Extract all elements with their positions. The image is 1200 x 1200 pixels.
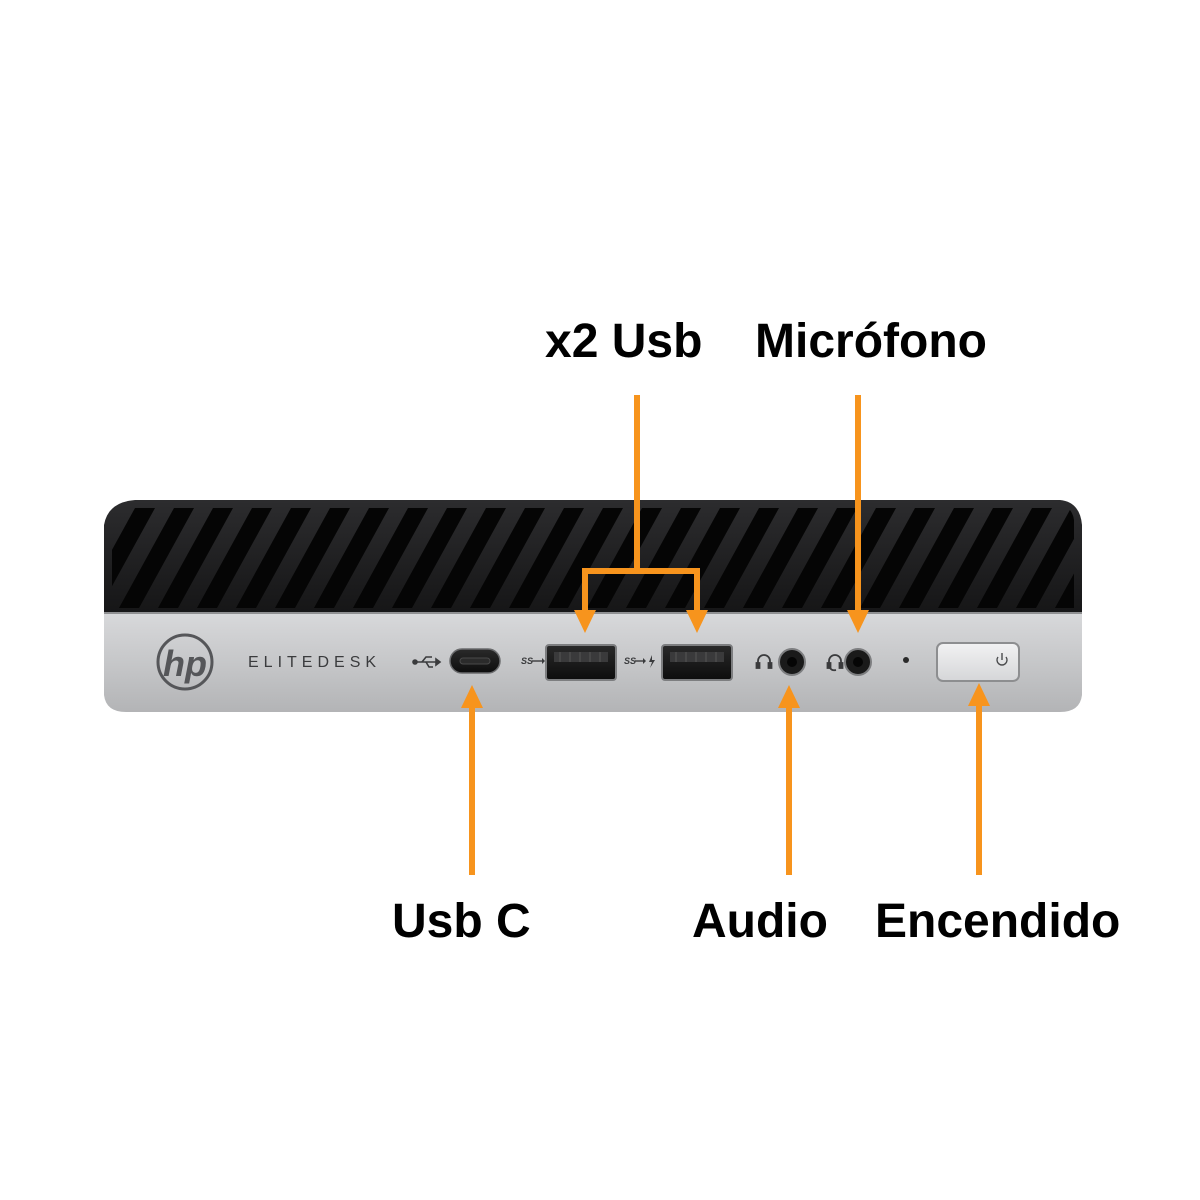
headphone-icon: [755, 654, 773, 669]
arrowhead-usb-a-1: [574, 610, 596, 633]
vent-slot: [548, 508, 623, 608]
vent-grille: [112, 508, 1169, 608]
vent-slot: [197, 508, 272, 608]
label-audio: Audio: [692, 895, 828, 948]
vent-slot: [119, 508, 194, 608]
usb-a-port-2: [661, 644, 733, 681]
usb-icon: [412, 656, 442, 668]
vent-slot: [782, 508, 857, 608]
vent-slot: [977, 508, 1052, 608]
power-button: [936, 642, 1020, 682]
vent-slot: [743, 508, 818, 608]
usb-superspeed-icon: SS: [521, 656, 545, 666]
arrowhead-audio: [778, 685, 800, 708]
status-led: [903, 657, 909, 663]
vent-slot: [587, 508, 662, 608]
vent-slot: [1055, 508, 1074, 608]
vent-slot: [1094, 508, 1169, 608]
svg-text:SS: SS: [521, 656, 533, 666]
vent-slot: [470, 508, 545, 608]
vent-slot: [158, 508, 233, 608]
audio-jack: [778, 648, 806, 676]
usb-superspeed-charging-icon: SS: [624, 655, 655, 668]
arrowhead-microphone: [847, 610, 869, 633]
hp-logo-text: hp: [163, 643, 207, 684]
usb-a-port-1: [545, 644, 617, 681]
vent-slot: [626, 508, 701, 608]
vent-slot: [314, 508, 389, 608]
callout-arrowheads: [461, 610, 990, 708]
vent-slot: [665, 508, 740, 608]
vent-slot: [353, 508, 428, 608]
vent-slot: [509, 508, 584, 608]
vent-slot: [1016, 508, 1074, 608]
microphone-jack: [844, 648, 872, 676]
label-usb-pair: x2 Usb: [545, 315, 703, 368]
arrowhead-power: [968, 683, 990, 706]
svg-text:SS: SS: [624, 656, 636, 666]
vent-slot: [431, 508, 506, 608]
label-microphone: Micrófono: [755, 315, 987, 368]
arrowhead-usb-c: [461, 685, 483, 708]
vent-slot: [236, 508, 311, 608]
hp-logo-icon: hp: [156, 633, 214, 691]
vent-slot: [860, 508, 935, 608]
vent-slot: [392, 508, 467, 608]
power-icon: [996, 653, 1008, 666]
callout-lines: [469, 395, 982, 875]
vent-slot: [275, 508, 350, 608]
vent-slot: [112, 508, 155, 608]
arrowhead-usb-a-2: [686, 610, 708, 633]
vent-slot: [704, 508, 779, 608]
usb-c-port: [449, 648, 501, 674]
label-power: Encendido: [875, 895, 1121, 948]
label-usb-c: Usb C: [392, 895, 531, 948]
vent-slot: [938, 508, 1013, 608]
vent-slot: [899, 508, 974, 608]
headset-icon: [826, 654, 844, 672]
model-name: ELITEDESK: [248, 654, 381, 671]
